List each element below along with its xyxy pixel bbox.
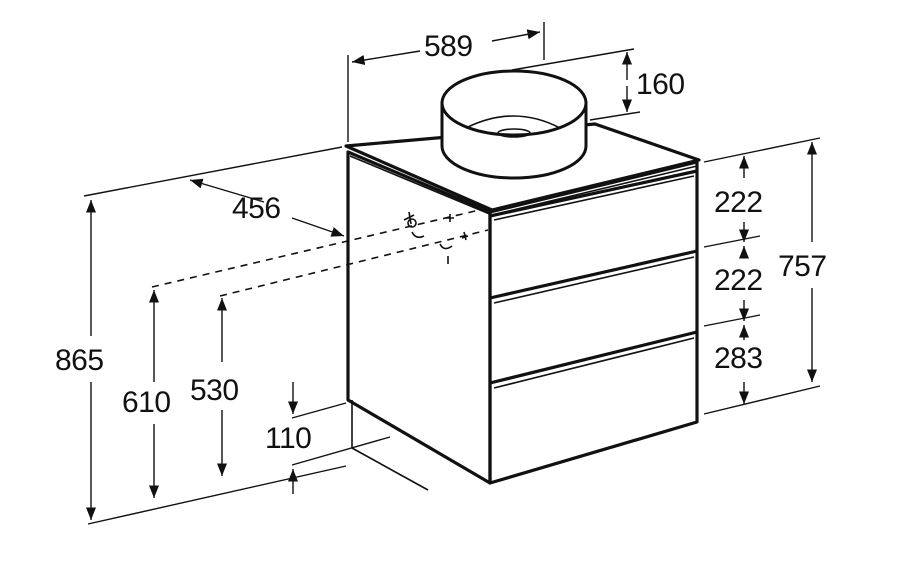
drain-outline (151, 207, 489, 297)
label-drawer-bottom: 283 (714, 342, 763, 375)
label-drawer-top: 222 (714, 186, 763, 219)
dimension-width (347, 22, 545, 142)
label-floor-clearance: 110 (265, 422, 311, 455)
dimension-total-height (85, 200, 347, 525)
label-total-height: 865 (55, 344, 104, 377)
basin-drain (497, 128, 531, 138)
label-basin-height: 160 (636, 68, 685, 101)
cabinet-side-panel (346, 150, 492, 485)
label-cabinet-height: 757 (778, 250, 827, 283)
drawer-bottom (489, 330, 698, 389)
basin (440, 69, 588, 180)
drawer-middle (489, 249, 698, 304)
label-depth: 456 (232, 192, 281, 225)
label-drain-height-1: 610 (122, 386, 171, 419)
dimension-depth (83, 146, 345, 237)
label-drain-height-2: 530 (190, 374, 239, 407)
label-drawer-middle: 222 (714, 264, 763, 297)
drawer-top (489, 169, 698, 221)
dimension-drawers (703, 137, 821, 415)
dimension-floor-clearance (287, 382, 429, 494)
dimension-basin-height (511, 48, 641, 121)
label-width: 589 (424, 30, 473, 63)
